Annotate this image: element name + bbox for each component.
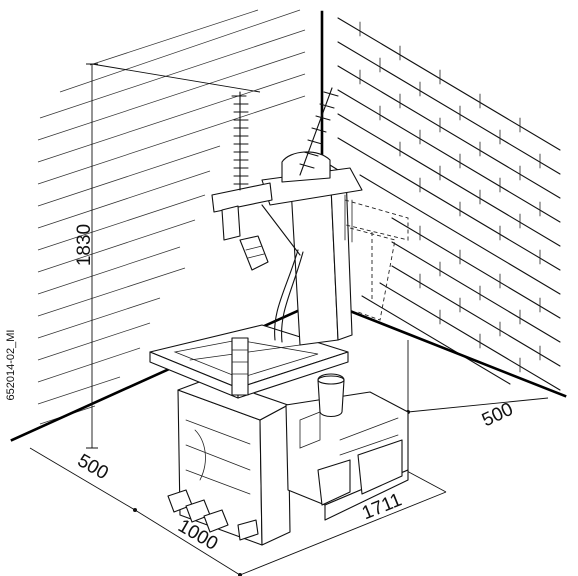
left-wall-hatching — [37, 9, 306, 425]
right-wall-bricks — [337, 17, 561, 391]
height-dimension-label: 1830 — [74, 224, 95, 266]
dimension-lines — [29, 63, 549, 576]
tyre-changer-machine — [149, 87, 409, 546]
drawing-code-label: 652014-02_MI — [5, 330, 17, 401]
side-clearance-label: 500 — [479, 399, 517, 431]
front-clearance-label: 500 — [74, 450, 112, 484]
